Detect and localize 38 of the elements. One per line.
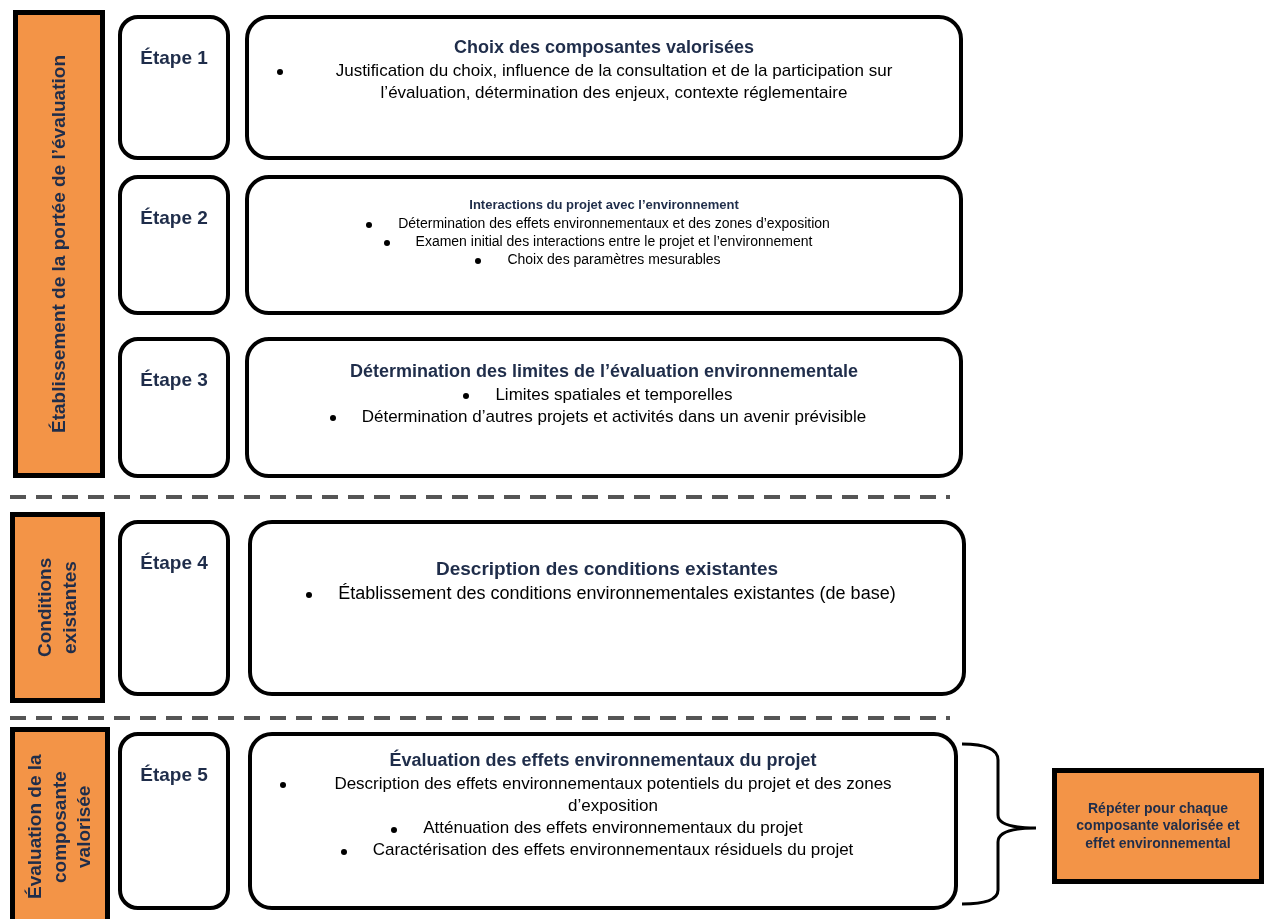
description-box [245,337,963,478]
bullet-item: Caractérisation des effets environnementaux résiduels du projet [336,839,870,862]
description-box [245,175,963,315]
bullet-item: Description des effets environnementaux potentiels du projet et des zones d’exposition [276,773,930,818]
bullet-item: Justification du choix, influence de la consultation et de la participation sur l’évaluation, détermination des enjeux, contexte réglementaire [273,60,935,105]
step-box [118,520,230,696]
phase-label: Évaluation de la composante valorisée [22,753,96,902]
bullet-item: Atténuation des effets environnementaux du projet [387,817,819,840]
step-box [118,732,230,910]
description-box [248,520,966,696]
step-label: Étape 2 [139,207,209,230]
bullet-item: Examen initial des interactions entre le projet et l’environnement [379,232,829,251]
step-label: Étape 3 [139,369,209,392]
phase-label: Conditions existantes [32,556,81,660]
description-box [245,15,963,160]
step-box [118,15,230,160]
step-box [118,175,230,315]
step-label: Étape 5 [139,764,209,787]
box-heading: Interactions du projet avec l’environnement [469,197,739,212]
phase-label: Établissement de la portée de l’évaluation [46,55,70,433]
phase-box [10,727,110,919]
bullet-item: Limites spatiales et temporelles [459,384,749,407]
box-heading: Évaluation des effets environnementaux du projet [389,750,817,771]
bullet-item: Établissement des conditions environnementales existantes (de base) [302,582,912,606]
step-box [118,337,230,478]
box-heading: Détermination des limites de l’évaluation environnementale [349,361,859,382]
box-heading: Description des conditions existantes [435,558,779,580]
bullet-item: Choix des paramètres mesurables [471,250,737,269]
step-label: Étape 1 [139,47,209,70]
note-box [1052,768,1264,884]
note-text: Répéter pour chaque composante valorisée et effet environnemental [1075,799,1241,853]
step-label: Étape 4 [139,552,209,575]
phase-box [13,10,105,478]
phase-box [10,512,105,703]
bullet-item: Détermination des effets environnementaux et des zones d’exposition [362,214,846,233]
description-box [248,732,958,910]
bullet-item: Détermination d’autres projets et activités dans un avenir prévisible [325,406,883,429]
box-heading: Choix des composantes valorisées [453,37,755,58]
